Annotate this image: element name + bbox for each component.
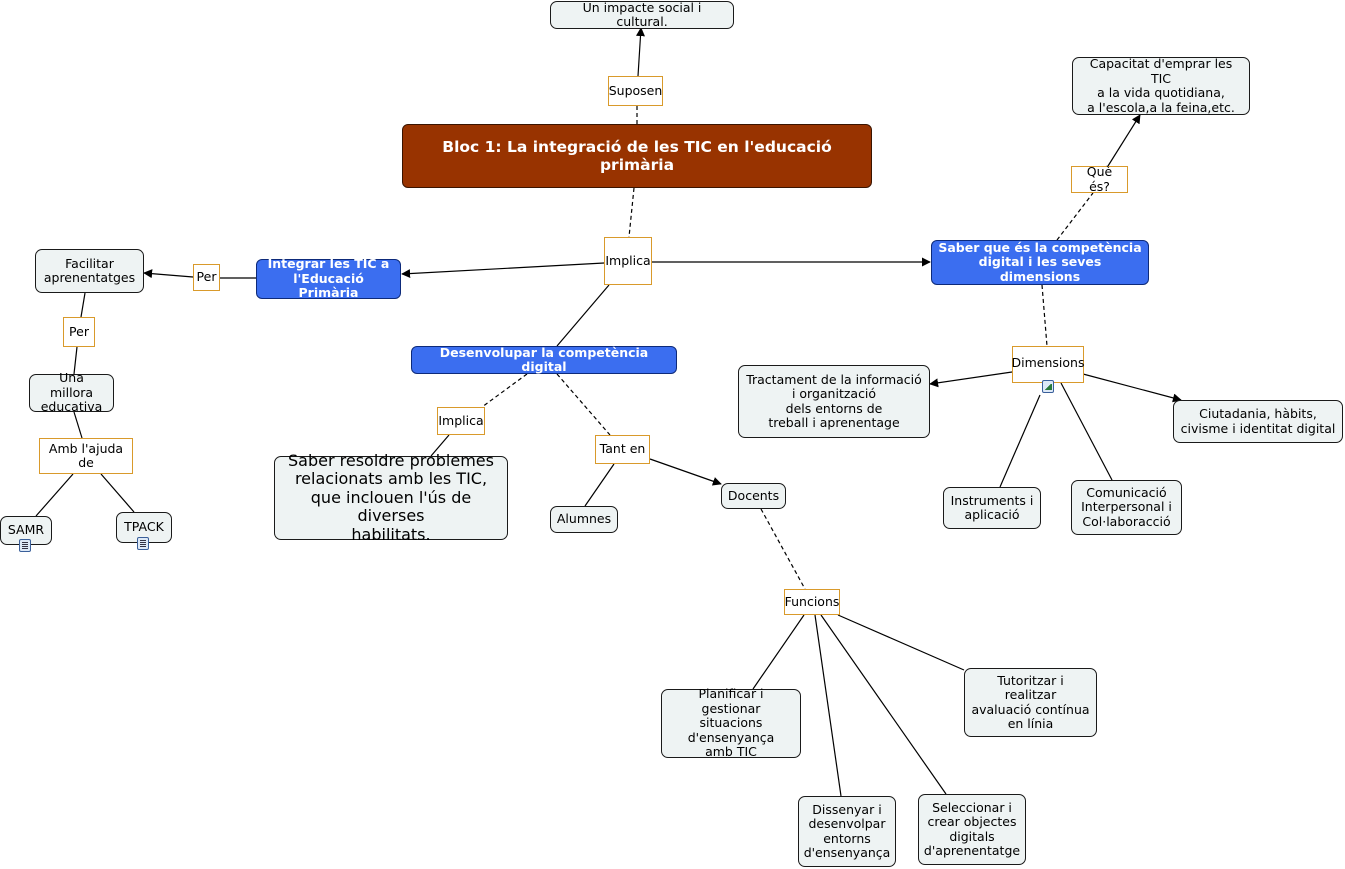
link-funcions-seleccionar <box>820 614 947 795</box>
link-implica-desenvolupar <box>556 284 610 347</box>
phrase-amb-ajuda[interactable]: Amb l'ajuda de <box>39 438 133 474</box>
phrase-per-2[interactable]: Per <box>63 317 95 347</box>
concept-instruments[interactable]: Instruments i aplicació <box>943 487 1041 529</box>
concept-tutoritzar[interactable]: Tutoritzar i realitzar avaluació contínu… <box>964 668 1097 737</box>
phrase-que-es[interactable]: Què és? <box>1071 164 1128 193</box>
link-tanten-alumnes <box>584 463 615 507</box>
phrase-funcions[interactable]: Funcions <box>784 589 840 615</box>
phrase-per-1[interactable]: Per <box>193 264 220 291</box>
phrase-tant-en[interactable]: Tant en <box>595 435 650 464</box>
link-facilitar-per2 <box>80 292 86 318</box>
link-implica-integrar <box>401 262 605 279</box>
concept-millora[interactable]: Una millora educativa <box>29 371 114 414</box>
link-quees-capacitat <box>1107 114 1141 167</box>
link-dimensions-tractament <box>929 371 1013 388</box>
link-saber-quees <box>1056 192 1094 241</box>
concept-resoldre[interactable]: Saber resoldre problemes relacionats amb… <box>274 451 508 544</box>
link-millora-ajuda <box>73 411 83 439</box>
link-ajuda-samr <box>35 473 74 517</box>
link-desenvolupar-tanten <box>556 373 611 436</box>
link-dimensions-instruments <box>999 394 1041 488</box>
link-desenvolupar-implica2 <box>481 373 528 408</box>
concept-desenvolupar[interactable]: Desenvolupar la competència digital <box>411 345 677 374</box>
concept-comunicacio[interactable]: Comunicació Interpersonal i Col·laboracc… <box>1071 480 1182 535</box>
link-per-facilitar <box>143 269 194 279</box>
phrase-implica-main[interactable]: Implica <box>604 237 652 285</box>
concept-seleccionar[interactable]: Seleccionar i crear objectes digitals d'… <box>918 794 1026 865</box>
concept-facilitar[interactable]: Facilitar aprenentatges <box>35 249 144 293</box>
link-dimensions-comunicacio <box>1060 382 1113 481</box>
link-funcions-tutoritzar <box>837 614 965 671</box>
link-main-implica <box>628 187 635 238</box>
phrase-implica-2[interactable]: Implica <box>437 407 485 435</box>
link-dimensions-ciutadania <box>1082 373 1182 403</box>
phrase-suposen[interactable]: Suposen <box>608 76 663 106</box>
concept-planificar[interactable]: Planificar i gestionar situacions d'ense… <box>661 687 801 759</box>
concept-dissenyar[interactable]: Dissenyar i desenvolpar entorns d'enseny… <box>798 796 896 867</box>
link-per2-millora <box>73 346 78 375</box>
image-icon[interactable] <box>1042 380 1054 393</box>
concept-docents[interactable]: Docents <box>721 483 786 509</box>
concept-capacitat[interactable]: Capacitat d'emprar les TIC a la vida quo… <box>1072 56 1250 115</box>
link-saber-dimensions <box>1041 284 1048 347</box>
concept-alumnes[interactable]: Alumnes <box>550 506 618 533</box>
link-ajuda-tpack <box>100 473 135 513</box>
link-suposen-impacte <box>636 27 645 77</box>
link-funcions-dissenyar <box>814 614 842 797</box>
concept-tractament[interactable]: Tractament de la informació i organitzac… <box>738 365 930 438</box>
link-docents-funcions <box>760 508 806 590</box>
link-implica2-resoldre <box>430 434 450 457</box>
concept-integrar-tic[interactable]: Integrar les TIC a l'Educació Primària <box>256 257 401 300</box>
concept-ciutadania[interactable]: Ciutadania, hàbits, civisme i identitat … <box>1173 400 1343 443</box>
main-topic[interactable]: Bloc 1: La integració de les TIC en l'ed… <box>402 124 872 188</box>
concept-saber-competencia[interactable]: Saber que és la competència digital i le… <box>931 240 1149 285</box>
link-funcions-planificar <box>752 614 805 690</box>
document-icon[interactable] <box>19 539 31 552</box>
document-icon[interactable] <box>137 537 149 550</box>
concept-impacte[interactable]: Un impacte social i cultural. <box>550 0 734 29</box>
link-tanten-docents <box>649 458 722 486</box>
phrase-dimensions[interactable]: Dimensions <box>1012 346 1084 383</box>
